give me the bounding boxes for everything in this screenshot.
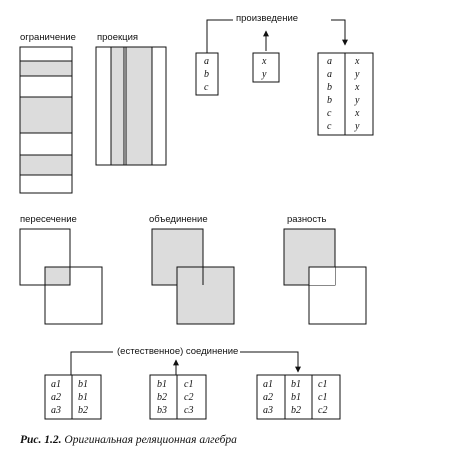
cell: x xyxy=(354,82,360,93)
cell: b2 xyxy=(78,405,88,416)
cell: b1 xyxy=(78,379,88,390)
product-left-table xyxy=(195,52,219,96)
join-arrow-result xyxy=(240,351,301,373)
cell: c1 xyxy=(184,379,193,390)
difference-diagram: разность xyxy=(283,214,367,325)
union-label: объединение xyxy=(149,214,208,225)
cell: b xyxy=(327,95,332,106)
union-diagram: объединение xyxy=(149,214,235,325)
join-right-table xyxy=(149,374,207,420)
cell: y xyxy=(354,69,360,80)
cell: b xyxy=(327,82,332,93)
cell: b1 xyxy=(78,392,88,403)
difference-set-b xyxy=(308,266,367,325)
cell: c2 xyxy=(318,405,327,416)
restriction-diagram: ограничение xyxy=(19,32,76,194)
cell: y xyxy=(354,121,360,132)
cell: c xyxy=(327,121,332,132)
cell: c3 xyxy=(184,405,193,416)
cell: a3 xyxy=(263,405,273,416)
caption-text: Оригинальная реляционная алгебра xyxy=(64,434,237,446)
join-left-table xyxy=(44,374,102,420)
join-connector-left xyxy=(70,351,113,375)
restriction-selected-row xyxy=(19,96,73,134)
product-connector-left xyxy=(206,19,233,53)
product-right-table xyxy=(252,52,280,83)
cell: x xyxy=(354,108,360,119)
cell: a2 xyxy=(263,392,273,403)
intersection-overlap xyxy=(45,267,70,285)
product-arrow-result xyxy=(331,19,348,46)
cell: a xyxy=(204,56,209,67)
cell: a3 xyxy=(51,405,61,416)
cell: y xyxy=(261,69,267,80)
cell: b2 xyxy=(291,405,301,416)
cell: a xyxy=(327,56,332,67)
intersection-set-b xyxy=(44,266,103,325)
projection-diagram: проекция xyxy=(95,32,167,166)
cell: b2 xyxy=(157,392,167,403)
cell: c xyxy=(327,108,332,119)
cell: a1 xyxy=(263,379,273,390)
cell: c xyxy=(204,82,209,93)
intersection-label: пересечение xyxy=(20,214,77,225)
cell: b xyxy=(204,69,209,80)
restriction-selected-row xyxy=(19,154,73,176)
cell: a xyxy=(327,69,332,80)
restriction-label: ограничение xyxy=(20,32,76,43)
cell: y xyxy=(354,95,360,106)
cell: a2 xyxy=(51,392,61,403)
cell: b1 xyxy=(291,392,301,403)
figure-caption: Рис. 1.2. Оригинальная реляционная алгеб… xyxy=(20,434,237,446)
projection-label: проекция xyxy=(97,32,138,43)
caption-prefix: Рис. 1.2. xyxy=(20,434,62,446)
join-label: (естественное) соединение xyxy=(117,346,238,357)
cell: x xyxy=(261,56,267,67)
difference-label: разность xyxy=(287,214,326,225)
restriction-selected-row xyxy=(19,60,73,77)
union-set-b xyxy=(176,266,235,325)
cell: c2 xyxy=(184,392,193,403)
cell: b3 xyxy=(157,405,167,416)
projection-selected-column xyxy=(110,46,125,166)
cell: b1 xyxy=(291,379,301,390)
join-result-table xyxy=(256,374,341,420)
intersection-diagram: пересечение xyxy=(19,214,103,325)
product-label: произведение xyxy=(236,13,298,24)
cell: c1 xyxy=(318,379,327,390)
cell: a1 xyxy=(51,379,61,390)
cell: c1 xyxy=(318,392,327,403)
cell: b1 xyxy=(157,379,167,390)
cell: x xyxy=(354,56,360,67)
projection-selected-column xyxy=(125,46,153,166)
join-diagram: (естественное) соединение a1 a2 a3 b1 b1 b2 b1… xyxy=(44,346,341,420)
